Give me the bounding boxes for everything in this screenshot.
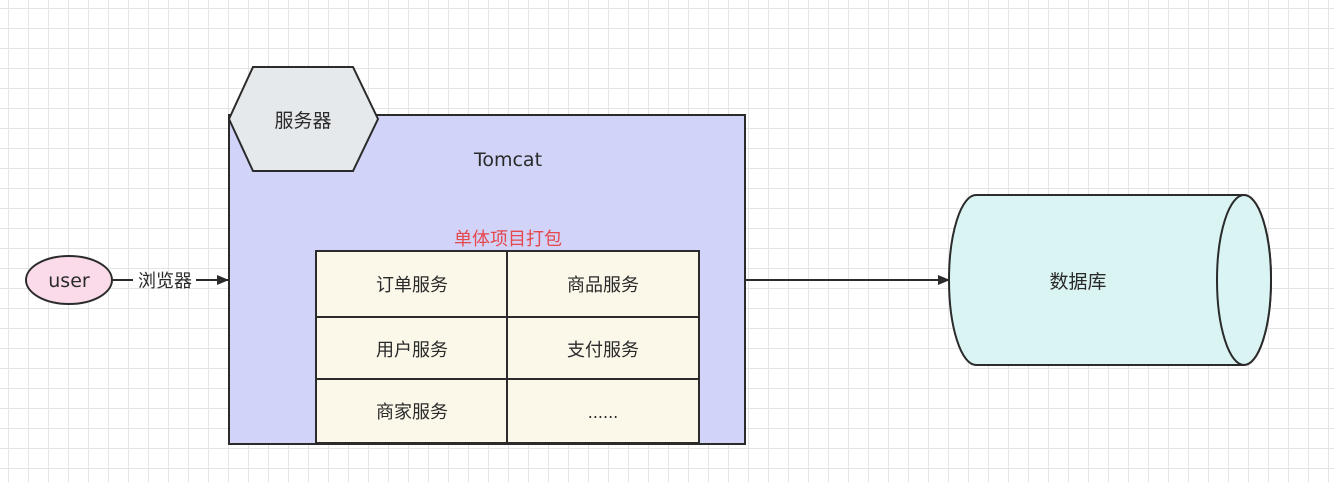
browser-label: 浏览器	[138, 271, 192, 292]
service-cell	[506, 378, 700, 444]
server-hexagon	[227, 66, 380, 172]
user-label: user	[48, 270, 90, 292]
service-more-label: ......	[588, 403, 619, 422]
service-merchant-label: 商家服务	[376, 402, 448, 423]
service-cell	[506, 250, 700, 318]
package-label: 单体项目打包	[454, 229, 562, 250]
service-payment-label: 支付服务	[567, 340, 639, 361]
service-user-label: 用户服务	[376, 340, 448, 361]
database-end-cap	[1216, 194, 1272, 366]
service-product-label: 商品服务	[567, 275, 639, 296]
service-cell	[315, 378, 508, 444]
service-cell	[506, 316, 700, 380]
database-label: 数据库	[1049, 271, 1106, 293]
service-order-label: 订单服务	[376, 275, 448, 296]
service-cell	[315, 316, 508, 380]
tomcat-label: Tomcat	[473, 149, 542, 171]
database-node	[948, 194, 1272, 366]
services-grid: 订单服务 商品服务 用户服务 支付服务 商家服务 ......	[315, 250, 700, 444]
server-label: 服务器	[274, 110, 331, 132]
